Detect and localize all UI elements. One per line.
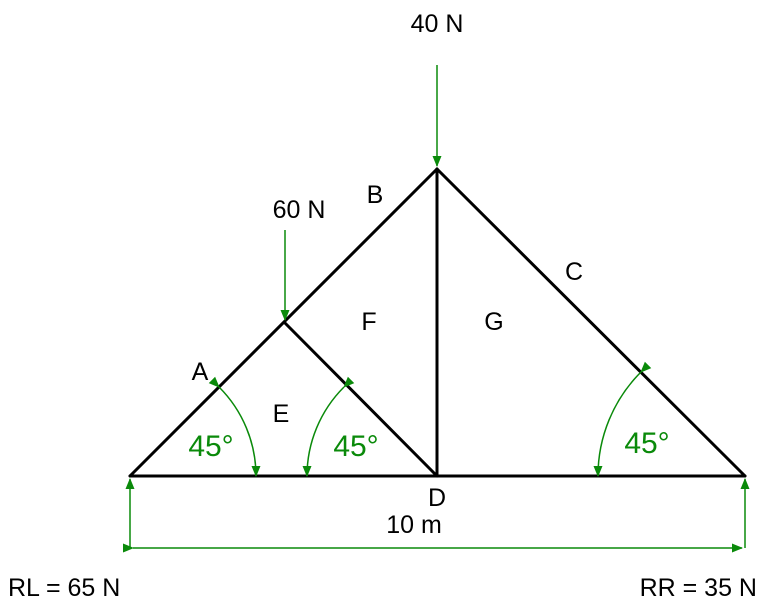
diagonal-member — [283, 321, 439, 478]
right-angle-label: 45° — [624, 427, 669, 460]
left-reaction-label: RL = 65 N — [8, 574, 120, 602]
left-inner-angle-label: 45° — [333, 430, 378, 463]
right-rafter — [435, 167, 747, 478]
region-label-f: F — [361, 308, 376, 336]
angle-arcs — [208, 361, 652, 477]
force-arrows — [125, 65, 750, 548]
left-inner-angle-arc — [302, 376, 355, 477]
region-label-b: B — [367, 181, 384, 209]
region-label-d: D — [428, 484, 446, 512]
region-label-g: G — [484, 308, 503, 336]
span-label: 10 m — [386, 511, 442, 539]
left-outer-angle-arc — [208, 376, 261, 477]
right-reaction-label: RR = 35 N — [640, 574, 757, 602]
right-angle-arc — [593, 361, 652, 477]
left-joint-load-label: 60 N — [273, 196, 326, 224]
apex-load-label: 40 N — [411, 10, 464, 38]
region-label-c: C — [565, 258, 583, 286]
region-label-a: A — [192, 358, 209, 386]
region-label-e: E — [273, 400, 290, 428]
left-outer-angle-label: 45° — [188, 430, 233, 463]
left-rafter — [128, 167, 439, 478]
